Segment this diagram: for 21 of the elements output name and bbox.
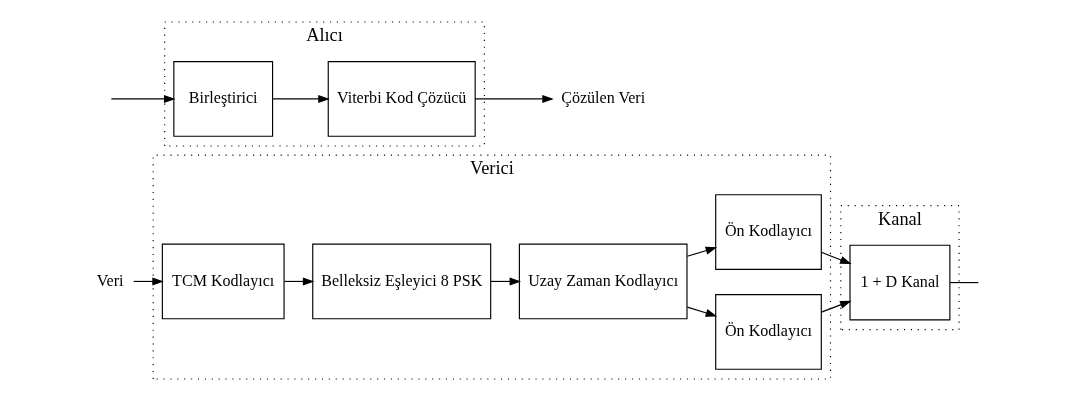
arrow [110, 94, 176, 103]
node-box: Viterbi Kod Çözücü [327, 61, 476, 137]
arrow [820, 300, 852, 313]
node-box: TCM Kodlayıcı [161, 243, 285, 320]
node-box: Belleksiz Eşleyici 8 PSK [312, 243, 492, 320]
node-box: Uzay Zaman Kodlayıcı [518, 243, 688, 320]
connector [949, 282, 979, 284]
node-box: 1 + D Kanal [849, 244, 951, 321]
node-text: Veri [96, 271, 124, 289]
node-text: Çözülen Veri [561, 89, 646, 107]
arrow [283, 277, 315, 286]
node-box: Birleştirici [173, 61, 274, 137]
node-box: Ön Kodlayıcı [715, 194, 822, 270]
arrow [686, 306, 718, 317]
arrow [820, 251, 852, 265]
node-box: Ön Kodlayıcı [715, 294, 822, 370]
arrow [474, 94, 554, 103]
arrow [272, 94, 330, 103]
arrow [490, 277, 522, 286]
arrow [133, 277, 164, 286]
arrow [686, 246, 718, 257]
